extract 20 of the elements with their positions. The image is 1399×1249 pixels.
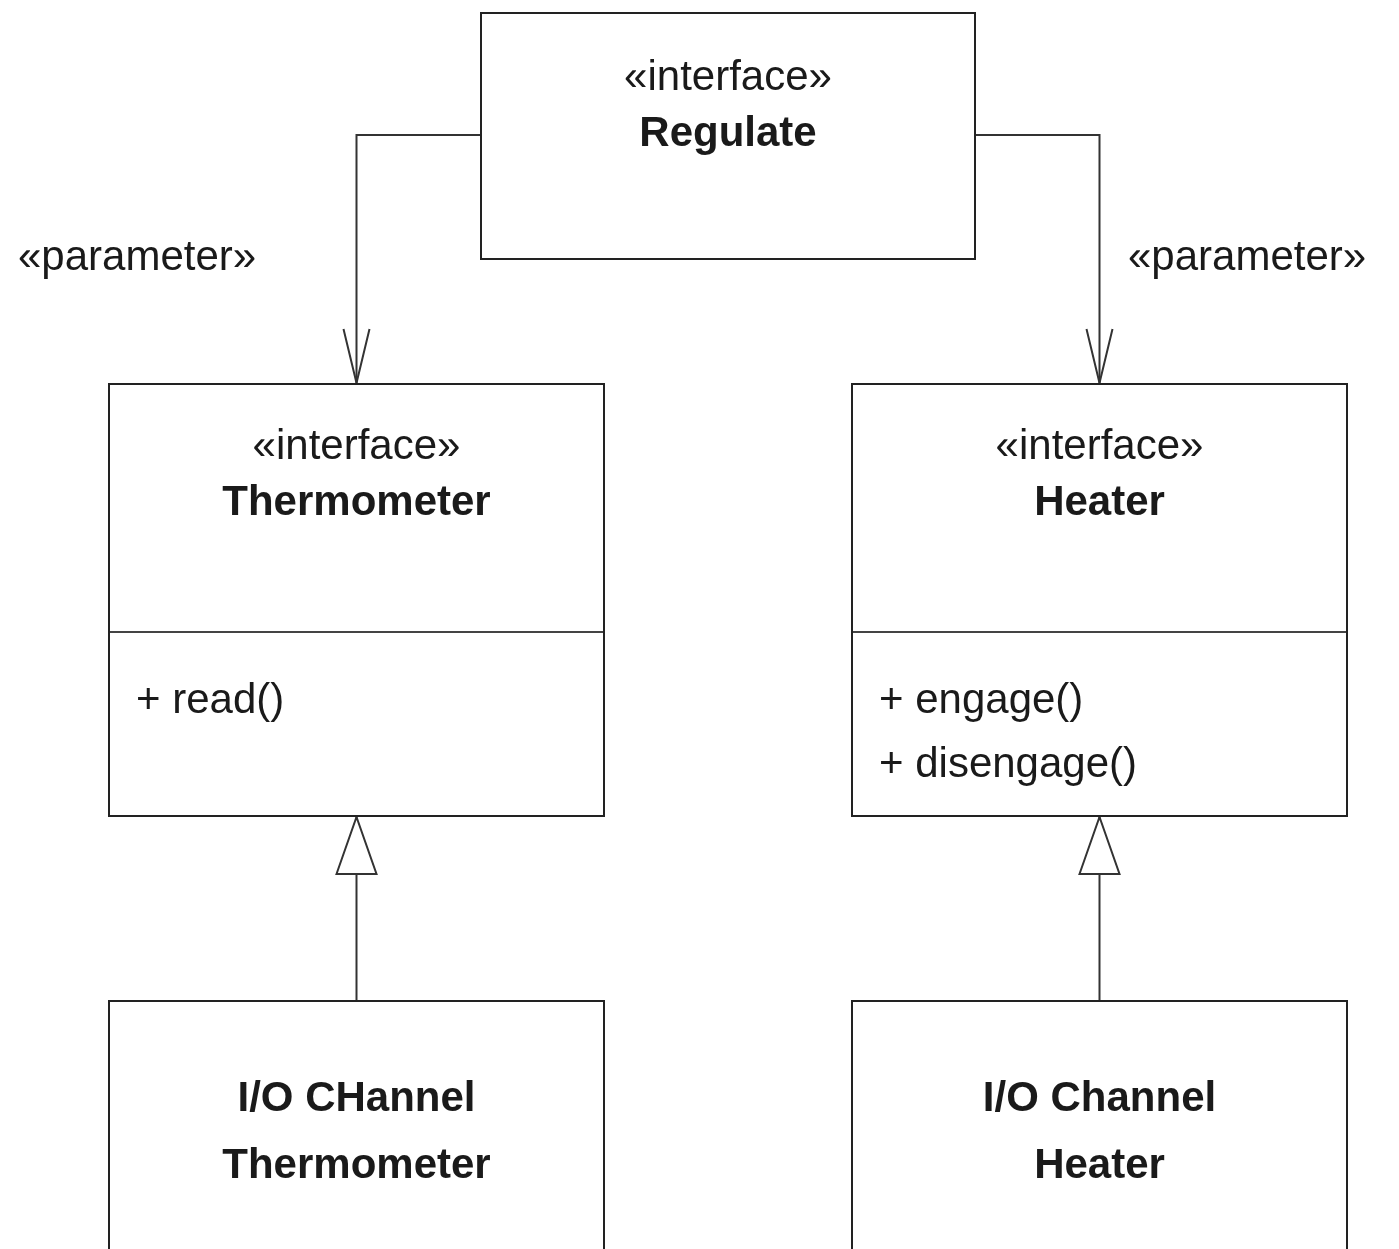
class-name: I/O Channel Heater bbox=[981, 1071, 1218, 1189]
class-name: Heater bbox=[1034, 477, 1165, 526]
class-box bbox=[108, 383, 605, 817]
class-name: Regulate bbox=[639, 108, 817, 157]
operation-label: + disengage() bbox=[879, 738, 1137, 786]
stereotype-label: «interface» bbox=[252, 421, 461, 470]
class-name: I/O CHannel Thermometer bbox=[221, 1071, 492, 1189]
class-box bbox=[851, 1000, 1348, 1249]
class-name: Thermometer bbox=[222, 477, 491, 526]
realization-arrow bbox=[335, 816, 378, 1001]
operation-label: + read() bbox=[136, 674, 285, 722]
realization-arrow bbox=[1078, 816, 1121, 1001]
class-box bbox=[851, 383, 1348, 817]
dependency-arrow bbox=[975, 134, 1114, 384]
dependency-arrow bbox=[342, 134, 481, 384]
stereotype-label: «interface» bbox=[624, 52, 832, 101]
class-box bbox=[480, 12, 976, 260]
class-box bbox=[108, 1000, 605, 1249]
stereotype-label: «interface» bbox=[995, 421, 1204, 470]
operation-label: + engage() bbox=[879, 674, 1084, 722]
